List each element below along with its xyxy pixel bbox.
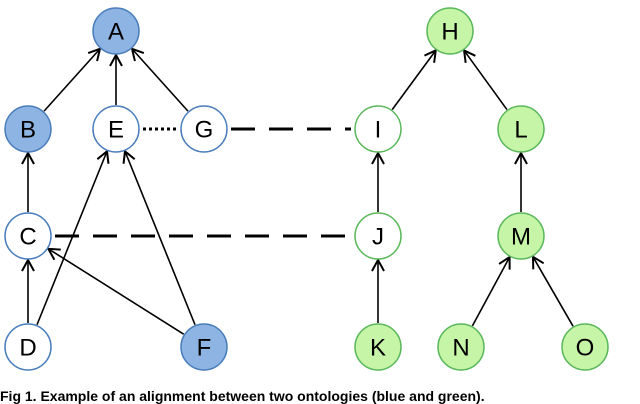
node-circle-f <box>180 323 228 371</box>
node-circle-l <box>497 105 545 153</box>
node-layer: A B C D E F G H I J K L M N O <box>4 7 609 371</box>
figure-caption: Fig 1. Example of an alignment between t… <box>0 388 485 404</box>
ontology-alignment-diagram: A B C D E F G H I J K L M N O <box>4 7 609 371</box>
edge-d-to-e <box>36 151 107 326</box>
node-circle-b <box>4 105 52 153</box>
node-h: H <box>426 7 474 55</box>
node-g: G <box>180 105 228 153</box>
edge-layer <box>28 49 574 335</box>
node-c: C <box>4 212 52 260</box>
node-label-k: K <box>370 335 386 362</box>
node-circle-o <box>561 323 609 371</box>
edge-o-to-m <box>533 257 574 327</box>
node-k: K <box>354 323 402 371</box>
node-label-l: L <box>514 117 527 144</box>
node-label-b: B <box>20 117 36 144</box>
node-label-d: D <box>19 335 36 362</box>
node-circle-k <box>354 323 402 371</box>
edge-f-to-c <box>48 249 185 335</box>
node-circle-d <box>4 323 52 371</box>
node-label-c: C <box>19 224 36 251</box>
node-m: M <box>497 212 545 260</box>
node-f: F <box>180 323 228 371</box>
node-circle-h <box>426 7 474 55</box>
node-label-g: G <box>195 117 214 144</box>
node-b: B <box>4 105 52 153</box>
node-i: I <box>354 105 402 153</box>
node-circle-n <box>437 323 485 371</box>
node-a: A <box>92 7 140 55</box>
node-label-a: A <box>108 19 124 46</box>
node-label-h: H <box>441 19 458 46</box>
node-circle-c <box>4 212 52 260</box>
node-label-i: I <box>375 117 382 144</box>
node-o: O <box>561 323 609 371</box>
node-label-e: E <box>108 117 124 144</box>
node-label-m: M <box>511 224 531 251</box>
node-l: L <box>497 105 545 153</box>
node-label-j: J <box>372 224 384 251</box>
node-j: J <box>354 212 402 260</box>
edge-b-to-a <box>43 49 100 112</box>
node-circle-j <box>354 212 402 260</box>
edge-g-to-a <box>132 49 189 112</box>
node-circle-i <box>354 105 402 153</box>
node-circle-m <box>497 212 545 260</box>
node-circle-a <box>92 7 140 55</box>
node-label-o: O <box>576 335 595 362</box>
edge-f-to-e <box>125 151 196 326</box>
node-circle-g <box>180 105 228 153</box>
node-d: D <box>4 323 52 371</box>
node-label-f: F <box>197 335 212 362</box>
node-circle-e <box>92 105 140 153</box>
edge-n-to-m <box>471 257 509 327</box>
node-n: N <box>437 323 485 371</box>
node-label-n: N <box>452 335 469 362</box>
edge-i-to-h <box>391 50 436 111</box>
node-e: E <box>92 105 140 153</box>
edge-l-to-h <box>464 50 508 111</box>
